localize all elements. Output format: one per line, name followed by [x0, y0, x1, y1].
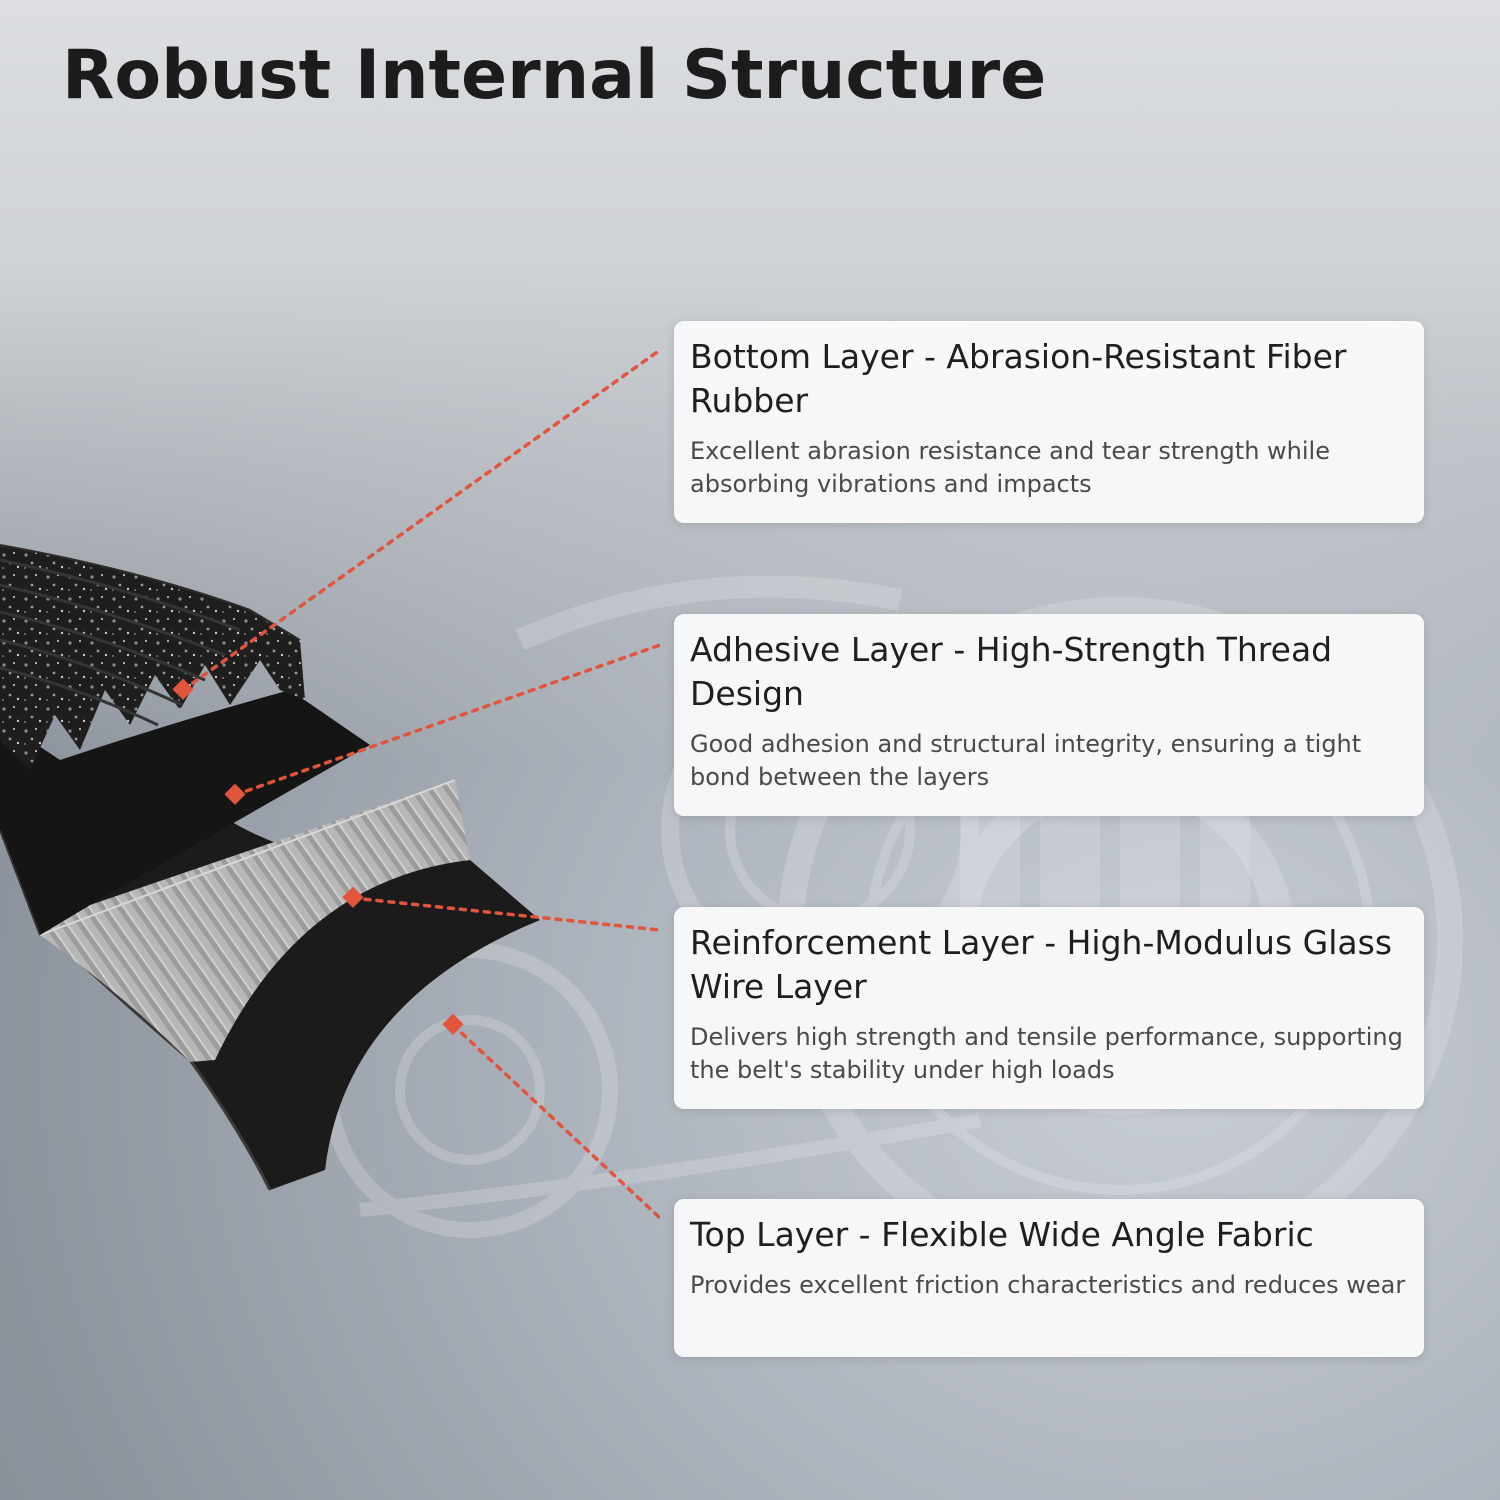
- layer-description: Excellent abrasion resistance and tear s…: [690, 437, 1330, 498]
- page-title: Robust Internal Structure: [62, 36, 1047, 115]
- layer-title: Adhesive Layer - High-Strength Thread De…: [690, 630, 1333, 713]
- adhesive-layer-shape: [0, 690, 370, 935]
- layer-title: Reinforcement Layer - High-Modulus Glass…: [690, 923, 1393, 1006]
- layer-description: Provides excellent friction characterist…: [690, 1271, 1406, 1299]
- marker-top-layer: [442, 1013, 464, 1035]
- layer-title: Bottom Layer - Abrasion-Resistant Fiber …: [690, 337, 1347, 420]
- layer-card-top: Top Layer - Flexible Wide Angle Fabric P…: [674, 1199, 1424, 1357]
- leader-line-adhesive-layer: [233, 643, 662, 797]
- layer-card-reinforcement: Reinforcement Layer - High-Modulus Glass…: [674, 907, 1424, 1109]
- layer-description: Good adhesion and structural integrity, …: [690, 730, 1362, 791]
- layer-title: Top Layer - Flexible Wide Angle Fabric: [690, 1215, 1314, 1254]
- layer-description: Delivers high strength and tensile perfo…: [690, 1023, 1403, 1084]
- leader-line-bottom-layer: [181, 348, 662, 692]
- leader-line-reinforcement-layer: [351, 896, 662, 932]
- reinforcement-layer-shape: [40, 780, 470, 1062]
- leader-line-top-layer: [451, 1023, 662, 1220]
- layer-card-adhesive: Adhesive Layer - High-Strength Thread De…: [674, 614, 1424, 816]
- layer-card-bottom: Bottom Layer - Abrasion-Resistant Fiber …: [674, 321, 1424, 523]
